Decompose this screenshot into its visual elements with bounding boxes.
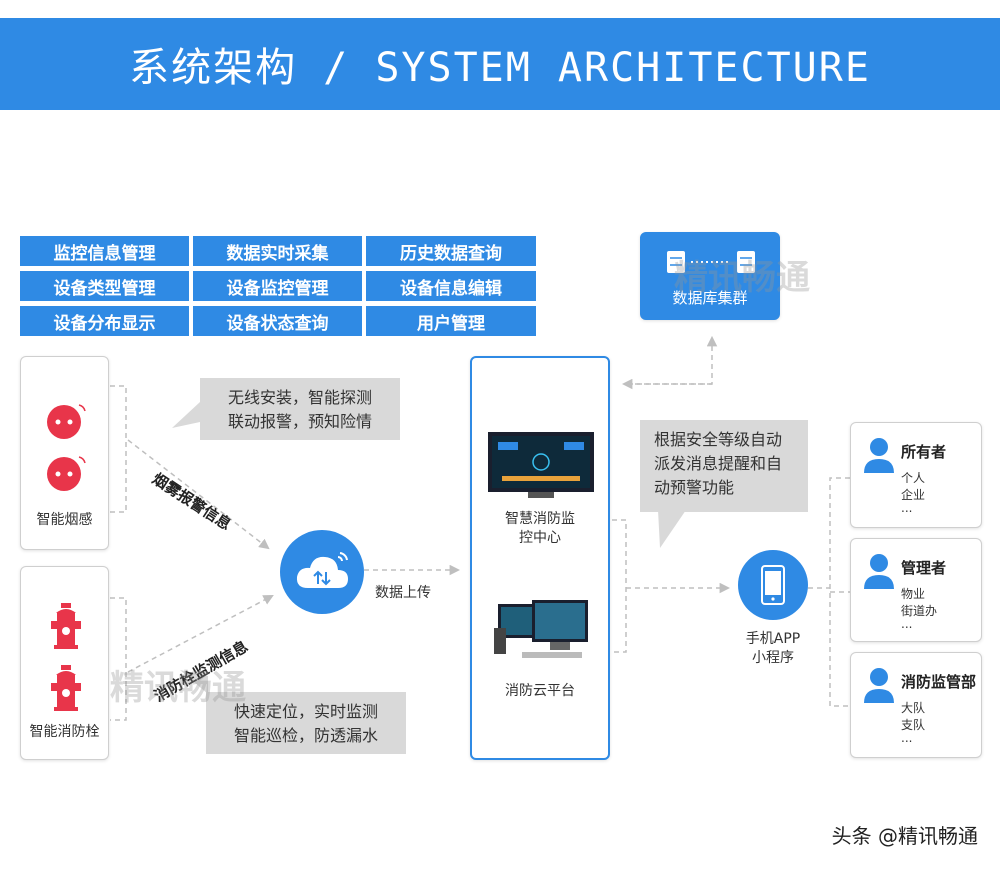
smoke-detector-label: 智能烟感 [36,512,93,528]
mobile-app-label: 手机APP 小程序 [730,630,816,668]
monitor-center-label: 智慧消防监 控中心 [472,510,608,548]
smoke-detector-icon [47,456,86,491]
fire-hydrant-icon [51,603,81,649]
role-item: ... [901,501,913,515]
fire-hydrant-icon [51,665,81,711]
role-item: ... [901,617,913,631]
feature-device-type: 设备类型管理 [20,271,189,301]
role-manager-box: 管理者 物业 街道办 ... [850,538,982,642]
bubble-tail [658,510,686,548]
label-line: 智慧消防监 [505,511,575,527]
user-icon [864,668,894,703]
role-item: 支队 [901,718,926,732]
role-item: 企业 [901,488,926,502]
upload-label: 数据上传 [375,585,431,601]
role-item: 物业 [901,587,926,601]
role-fire-dept-box: 消防监管部 大队 支队 ... [850,652,982,758]
hydrant-box: 智能消防栓 [20,566,109,760]
feature-history-query: 历史数据查询 [366,236,536,266]
database-server-icon [667,251,755,273]
feature-realtime-collect: 数据实时采集 [193,236,362,266]
feature-device-monitor: 设备监控管理 [193,271,362,301]
bubble-line: 派发消息提醒和自 [654,454,783,473]
role-item: 大队 [901,701,926,715]
label-line: 手机APP [745,631,801,647]
role-title: 管理者 [901,559,947,577]
feature-user-manage: 用户管理 [366,306,536,336]
watermark: 精讯畅通 [110,668,246,708]
label-line: 小程序 [752,650,794,666]
label-line: 控中心 [519,530,561,546]
database-cluster-label: 数据库集群 [672,289,748,307]
cloud-platform-label: 消防云平台 [505,683,575,699]
workstation-icon [494,600,588,658]
watermark: 精讯畅通 [674,258,810,298]
feature-device-edit: 设备信息编辑 [366,271,536,301]
hydrant-label: 智能消防栓 [29,724,100,740]
control-center-box: 智慧消防监 控中心 消防云平台 [470,356,610,760]
user-icon [864,438,894,473]
bubble-tail [180,670,208,694]
page-title: 系统架构 / SYSTEM ARCHITECTURE [129,45,871,91]
hydrant-feature-bubble: 快速定位，实时监测 智能巡检，防透漏水 [206,692,406,754]
header-banner: 系统架构 / SYSTEM ARCHITECTURE [0,18,1000,110]
role-title: 所有者 [901,443,947,461]
bubble-line: 联动报警，预知险情 [227,412,372,431]
footer-credit: 头条 @精讯畅通 [831,824,978,848]
database-cluster-box: 数据库集群 [640,232,780,320]
feature-device-status: 设备状态查询 [193,306,362,336]
monitor-screen-icon [488,432,594,498]
role-owner-box: 所有者 个人 企业 ... [850,422,982,528]
smoke-feature-bubble: 无线安装，智能探测 联动报警，预知险情 [200,378,400,440]
bubble-line: 根据安全等级自动 [654,430,783,449]
smartphone-icon [761,565,785,605]
smoke-detector-box: 智能烟感 [20,356,109,550]
role-item: 街道办 [901,604,938,618]
bubble-line: 快速定位，实时监测 [233,702,378,721]
feature-monitor-info: 监控信息管理 [20,236,189,266]
cloud-upload-icon [296,552,348,588]
bubble-line: 动预警功能 [654,478,735,497]
alert-feature-bubble: 根据安全等级自动 派发消息提醒和自 动预警功能 [640,420,808,512]
feature-device-distribution: 设备分布显示 [20,306,189,336]
role-item: 个人 [901,471,926,485]
user-icon [864,554,894,589]
mobile-app-hub [738,550,808,620]
role-item: ... [901,731,913,745]
role-title: 消防监管部 [901,673,977,691]
bubble-tail [172,402,200,428]
bubble-line: 智能巡检，防透漏水 [233,726,378,745]
bubble-line: 无线安装，智能探测 [227,388,372,407]
smoke-detector-icon [47,404,86,439]
cloud-hub [280,530,364,614]
